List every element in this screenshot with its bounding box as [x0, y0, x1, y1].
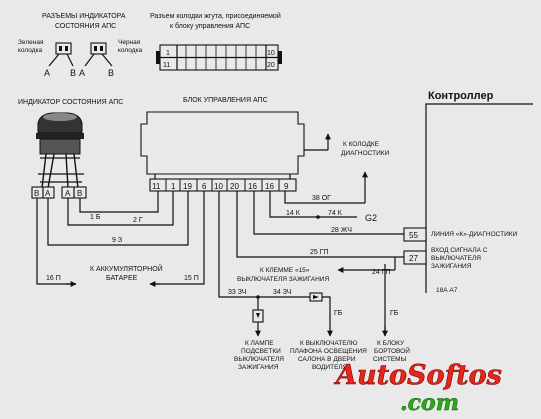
k-line-label: ЛИНИЯ «К»-ДИАГНОСТИКИ — [431, 231, 518, 238]
diag-label-2: ДИАГНОСТИКИ — [341, 150, 390, 157]
indicator-pin-3: А — [65, 189, 71, 198]
unit-pin-9: 9 — [284, 182, 289, 191]
inline-connector-right — [309, 292, 323, 302]
unit-pin-6: 6 — [202, 182, 207, 191]
lamp-label-3: ВЫКЛЮЧАТЕЛЯ — [234, 356, 284, 363]
wire-24gp: 24 ГП — [372, 269, 391, 276]
dome-label-3: САЛОНА В ДВЕРИ — [298, 356, 356, 363]
figure-code: 18А А7 — [436, 287, 458, 294]
indicator-pin-2: А — [45, 189, 51, 198]
harness-pin-11: 11 — [163, 62, 170, 69]
ignition-input-label: ВХОД СИГНАЛА С — [431, 247, 488, 254]
onboard-label-3: СИСТЕМЫ — [373, 356, 407, 363]
unit-pin-16a: 16 — [248, 182, 257, 191]
harness-pin-10: 10 — [267, 50, 275, 57]
inline-connector-lamp — [252, 309, 264, 323]
wire-15p: 15 П — [184, 275, 199, 282]
wire-38og: 38 ОГ — [312, 195, 331, 202]
harness-pin-1: 1 — [166, 50, 170, 57]
controller — [403, 103, 533, 293]
unit-pin-10: 10 — [214, 182, 223, 191]
wire-74k: 74 К — [328, 210, 343, 217]
unit-pin-1: 1 — [171, 182, 176, 191]
indicator-connector — [31, 186, 87, 199]
lamp-label-4: ЗАЖИГАНИЯ — [238, 364, 279, 371]
wire-16p: 16 П — [46, 275, 61, 282]
wire-2g: 2 Г — [133, 217, 143, 224]
unit-pin-16b: 16 — [265, 182, 274, 191]
control-unit — [140, 111, 305, 192]
green-connector-label-2: колодка — [18, 47, 43, 54]
unit-pin-20: 20 — [230, 182, 239, 191]
harness-subtitle: к блоку управления АПС — [170, 22, 250, 30]
controller-pin-55: 55 — [409, 231, 418, 240]
wire-93: 9 З — [112, 237, 122, 244]
wire-33zch: 33 ЗЧ — [228, 289, 247, 296]
onboard-label-2: БОРТОВОЙ — [374, 346, 410, 355]
lamp-label: К ЛАМПЕ — [245, 340, 274, 347]
indicator-pin-4: В — [77, 189, 82, 198]
dome-label-2: ПЛАФОНА ОСВЕЩЕНИЯ — [290, 348, 367, 355]
wire-34zch: 34 ЗЧ — [273, 289, 292, 296]
black-connector-icon — [84, 42, 113, 67]
unit-pin-11: 11 — [152, 182, 161, 191]
battery-label: К АККУМУЛЯТОРНОЙ — [90, 264, 163, 273]
black-pin-b: В — [108, 68, 114, 78]
green-pin-a: А — [44, 68, 50, 78]
green-connector-icon — [48, 42, 74, 67]
watermark-logo: AutoSoftos — [333, 360, 502, 391]
controller-title: Контроллер — [428, 90, 494, 102]
indicator-connectors-title: РАЗЪЕМЫ ИНДИКАТОРА — [42, 13, 126, 20]
wire-28zh: 28 ЖЧ — [331, 227, 352, 234]
wire-gb-1: ГБ — [334, 310, 343, 317]
g2-label: G2 — [365, 213, 377, 223]
black-connector-label: Черная — [118, 39, 141, 46]
onboard-label: К БЛОКУ — [377, 340, 405, 347]
dome-label-4: ВОДИТЕЛЯ — [312, 364, 348, 371]
indicator-title: ИНДИКАТОР СОСТОЯНИЯ АПС — [18, 99, 123, 106]
wire-1b: 1 Б — [90, 214, 101, 221]
terminal15-label: К КЛЕММЕ «15» — [260, 267, 310, 274]
diag-label: К КОЛОДКЕ — [343, 141, 380, 148]
harness-title: Разъем колодки жгута, присоединяемой — [150, 12, 281, 20]
ignition-input-label-2: ВЫКЛЮЧАТЕЛЯ — [431, 255, 481, 262]
wire-gb-2: ГБ — [390, 310, 399, 317]
status-indicator — [36, 112, 84, 189]
controller-pin-27: 27 — [409, 254, 418, 263]
green-pin-b: В — [70, 68, 76, 78]
black-pin-a: А — [79, 68, 85, 78]
terminal15-label-2: ВЫКЛЮЧАТЕЛЯ ЗАЖИГАНИЯ — [237, 276, 329, 283]
indicator-connectors-subtitle: СОСТОЯНИЯ АПС — [55, 23, 116, 30]
battery-label-2: БАТАРЕЕ — [106, 275, 138, 282]
green-connector-label: Зеленая — [18, 39, 44, 46]
indicator-pin-1: В — [34, 189, 39, 198]
wire-14k: 14 К — [286, 210, 301, 217]
wire-25gp: 25 ГП — [310, 249, 329, 256]
dome-label: К ВЫКЛЮЧАТЕЛЮ — [300, 340, 358, 347]
harness-connector — [156, 44, 282, 71]
unit-pin-19: 19 — [183, 182, 192, 191]
ignition-input-label-3: ЗАЖИГАНИЯ — [431, 263, 472, 270]
lamp-label-2: ПОДСВЕТКИ — [241, 348, 281, 355]
black-connector-label-2: колодка — [118, 47, 143, 54]
harness-pin-20: 20 — [267, 62, 275, 69]
control-unit-title: БЛОК УПРАВЛЕНИЯ АПС — [183, 97, 268, 104]
watermark-logo-suffix: .com — [400, 390, 459, 416]
